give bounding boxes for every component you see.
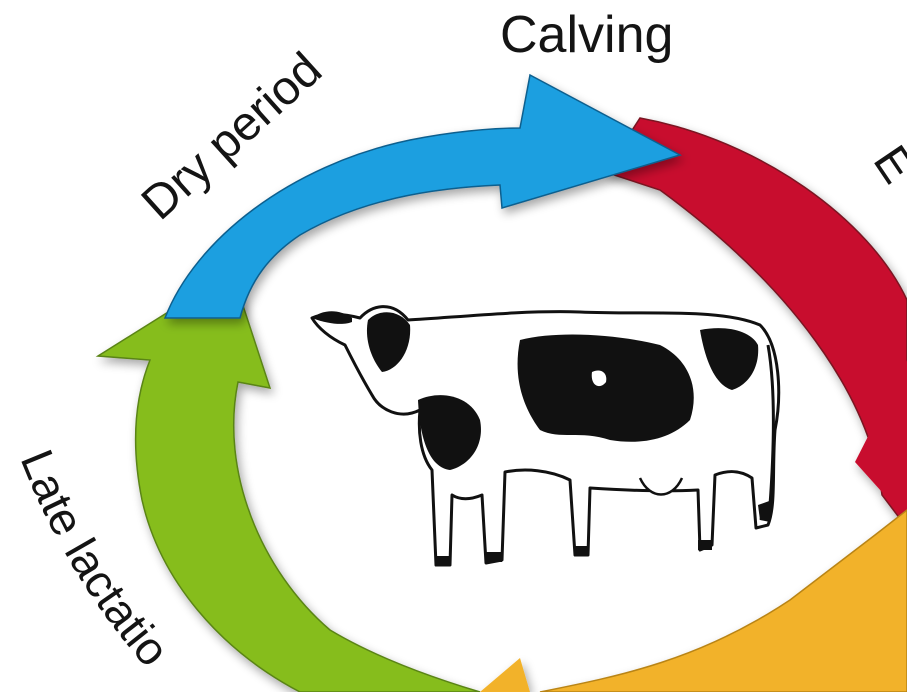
mid-lactation-arrow (540, 510, 907, 692)
cow-icon (312, 307, 779, 566)
label-calving: Calving (500, 6, 673, 64)
label-early-lactation: E (863, 137, 907, 193)
